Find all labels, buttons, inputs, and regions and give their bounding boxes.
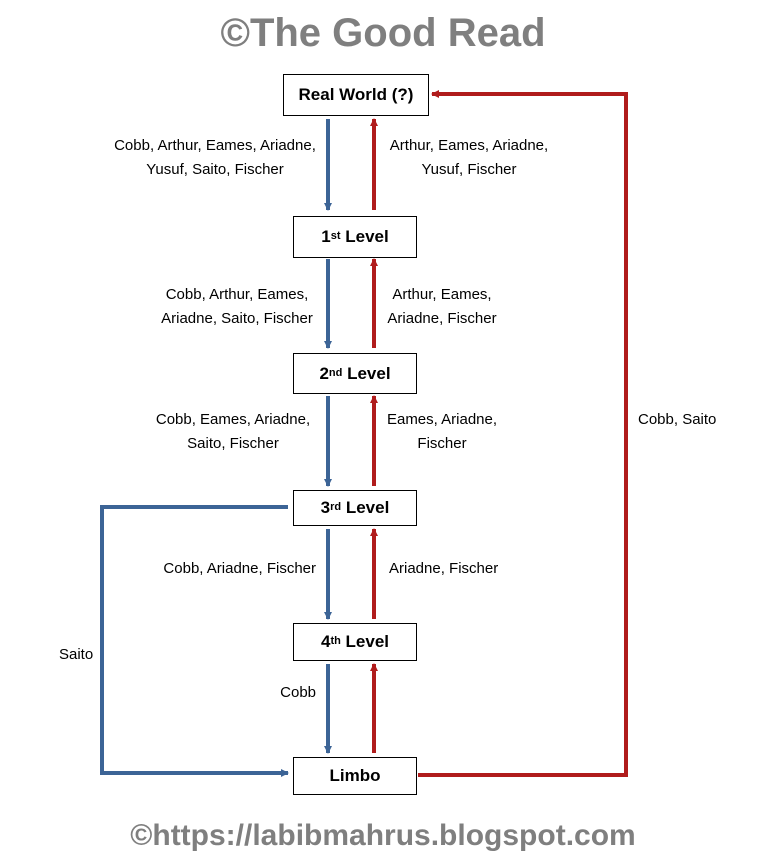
node-limbo-label: Limbo: [329, 766, 381, 785]
label-l3-limbo: Saito: [59, 643, 119, 667]
label-line: Cobb, Ariadne, Fischer: [163, 560, 316, 577]
label-up-l2-l1: Arthur, Eames, Ariadne, Fischer: [378, 283, 506, 331]
label-down-rw-l1: Cobb, Arthur, Eames, Ariadne, Yusuf, Sai…: [104, 134, 326, 182]
label-line: Cobb, Eames, Ariadne,: [155, 411, 311, 428]
label-line: Cobb, Arthur, Eames,: [165, 286, 309, 303]
node-level-4-number: 4: [320, 632, 331, 651]
node-real-world-label: Real World (?): [298, 85, 414, 104]
node-level-3-number: 3: [320, 498, 331, 517]
node-level-3-text: Level: [341, 498, 390, 517]
label-limbo-rw: Cobb, Saito: [638, 408, 748, 432]
label-line: Saito: [59, 646, 94, 663]
node-limbo: Limbo: [293, 757, 417, 795]
label-down-l2-l3: Cobb, Eames, Ariadne, Saito, Fischer: [146, 408, 320, 456]
watermark-bottom: ©https://labibmahrus.blogspot.com: [130, 819, 636, 852]
label-down-l1-l2: Cobb, Arthur, Eames, Ariadne, Saito, Fis…: [148, 283, 326, 331]
node-level-2-number: 2: [319, 363, 329, 383]
label-line: Cobb: [280, 684, 316, 701]
label-line: Cobb, Saito: [638, 411, 717, 428]
arrow-l3-limbo: [100, 505, 289, 777]
node-level-2-text: Level: [342, 363, 391, 383]
node-level-4-text: Level: [340, 632, 390, 651]
label-down-l3-l4: Cobb, Ariadne, Fischer: [130, 557, 316, 581]
label-line: Yusuf, Fischer: [421, 161, 517, 178]
label-down-l4-limbo: Cobb: [250, 681, 316, 705]
label-line: Ariadne, Fischer: [387, 310, 497, 327]
label-line: Cobb, Arthur, Eames, Ariadne,: [114, 137, 316, 154]
watermark-top: ©The Good Read: [220, 11, 546, 55]
node-real-world: Real World (?): [283, 74, 429, 116]
arrow-limbo-rw: [418, 90, 628, 777]
node-level-1-text: Level: [340, 227, 389, 246]
label-line: Fischer: [417, 435, 467, 452]
label-up-l3-l2: Eames, Ariadne, Fischer: [378, 408, 506, 456]
node-level-1-number: 1: [321, 227, 331, 246]
label-up-l4-l3: Ariadne, Fischer: [389, 557, 529, 581]
label-up-l1-rw: Arthur, Eames, Ariadne, Yusuf, Fischer: [378, 134, 560, 182]
label-line: Saito, Fischer: [187, 435, 279, 452]
label-line: Ariadne, Fischer: [389, 560, 499, 577]
label-line: Ariadne, Saito, Fischer: [161, 310, 313, 327]
label-line: Eames, Ariadne,: [386, 411, 498, 428]
label-line: Arthur, Eames,: [392, 286, 492, 303]
label-line: Yusuf, Saito, Fischer: [146, 161, 284, 178]
label-line: Arthur, Eames, Ariadne,: [389, 137, 549, 154]
